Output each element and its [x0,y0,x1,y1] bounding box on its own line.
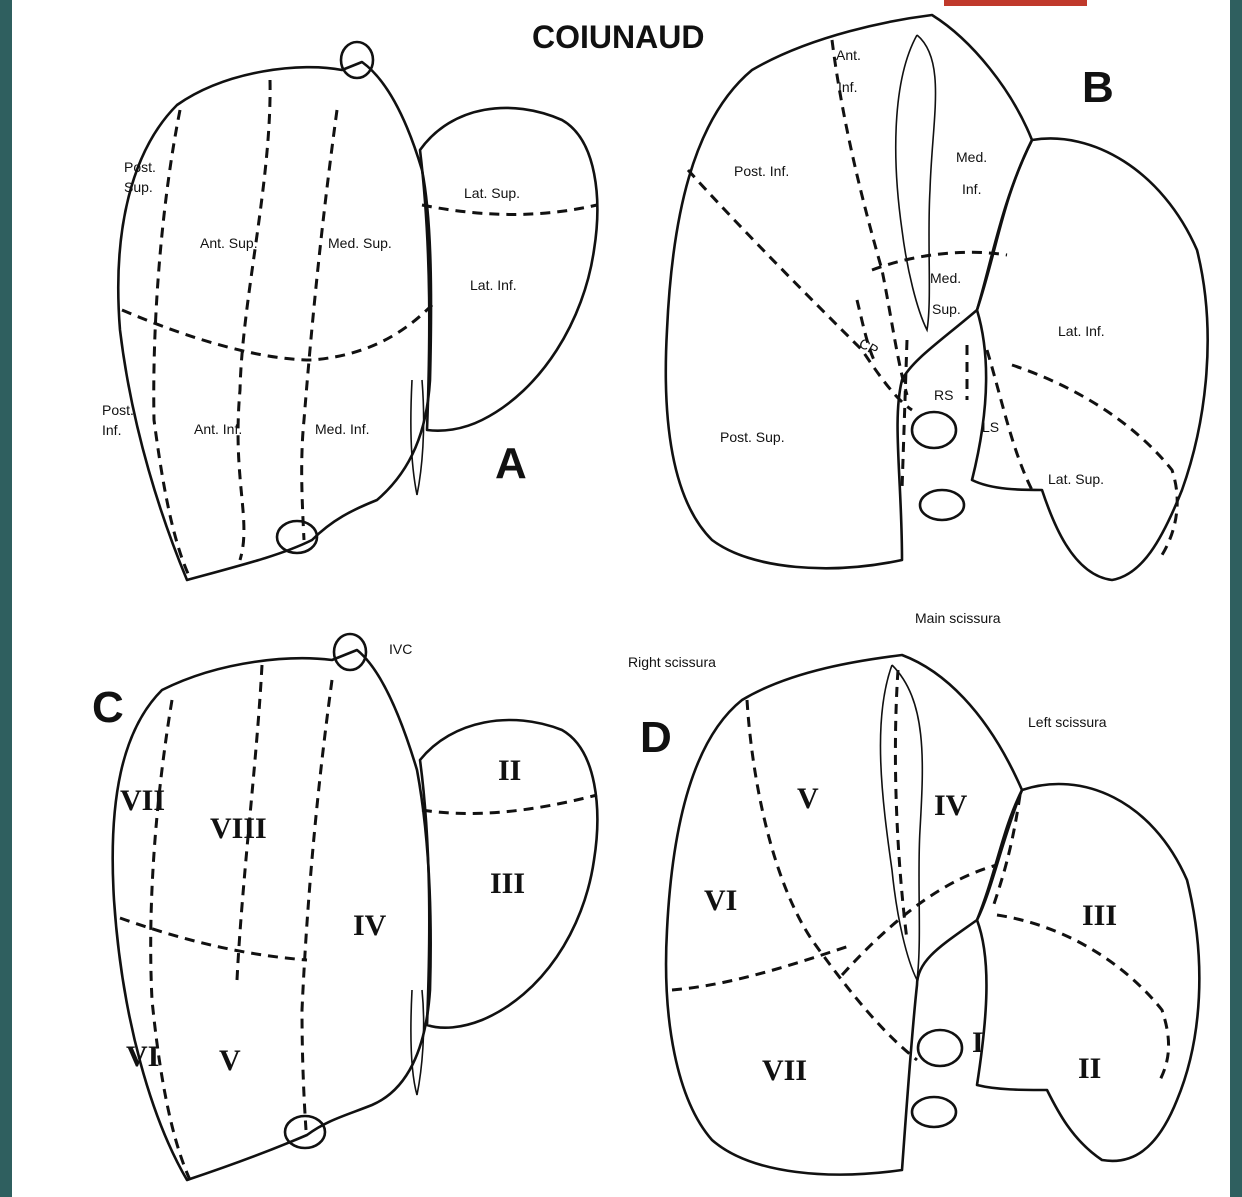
panel-c-left-horizontal-line [422,795,597,814]
label-c-ivc: IVC [389,641,412,657]
panel-b-line5 [1012,365,1177,555]
label-b-ant-inf-1: Ant. [836,47,861,63]
panel-a-line2 [238,80,270,560]
label-b-lat-inf: Lat. Inf. [1058,323,1105,339]
label-b-med-sup-1: Med. [930,270,961,286]
panel-c: IVC VII VIII II III IV VI V C [92,634,597,1180]
panel-d-gallbladder [912,1097,956,1127]
panel-d-left-scissura-line [992,795,1020,910]
label-d-i: I [972,1026,984,1059]
label-d-v: V [797,782,819,815]
panel-d-ivc [918,1030,962,1066]
panel-b-right-lobe-outline [666,15,1032,568]
right-edge [1230,0,1236,1197]
label-a-med-inf: Med. Inf. [315,421,369,437]
label-d-main-scissura: Main scissura [915,610,1001,626]
panel-a-left-lobe-outline [420,108,597,431]
panel-a-ivc [341,42,373,78]
panel-b-line2 [688,170,912,410]
panel-b-line3 [872,252,1007,270]
couinaud-diagram: COIUNAUD Post. Sup. Ant. Sup. Med. Sup. … [12,0,1236,1197]
label-c-v: V [219,1044,241,1077]
panel-c-line3 [302,680,332,1130]
label-a-post-inf-1: Post. [102,402,134,418]
label-b-ant-inf-2: Inf. [838,79,857,95]
label-c-viii: VIII [210,812,267,845]
panel-d: Main scissura Right scissura Left scissu… [628,610,1199,1175]
label-c-iii: III [490,867,525,900]
label-a-ant-sup: Ant. Sup. [200,235,258,251]
label-a-med-sup: Med. Sup. [328,235,392,251]
panel-a-ligament [411,380,424,495]
panel-a-main-scissura-line [302,110,337,540]
panel-c-horizontal-line [120,918,307,960]
panel-a-horizontal-line [122,305,432,360]
panel-a-right-lobe-outline [118,62,431,580]
panel-b-left-lobe-outline [972,138,1208,580]
panel-d-right-scissura-line [747,700,917,1060]
panel-d-fissure [880,665,922,980]
label-c-iv: IV [353,909,387,942]
label-b-post-sup: Post. Sup. [720,429,785,445]
label-c-ii: II [498,754,521,787]
label-a-lat-inf: Lat. Inf. [470,277,517,293]
diagram-title: COIUNAUD [532,19,704,55]
panel-b: Ant. Inf. Post. Inf. Med. Inf. Med. Sup.… [666,15,1208,580]
label-a-post-inf-2: Inf. [102,422,121,438]
label-a-lat-sup: Lat. Sup. [464,185,520,201]
label-d-vi: VI [704,884,737,917]
label-c-vi: VI [126,1040,159,1073]
label-b-med-inf-2: Inf. [962,181,981,197]
label-d-left-scissura: Left scissura [1028,714,1107,730]
label-a-post-sup-2: Sup. [124,179,153,195]
label-b-lat-sup: Lat. Sup. [1048,471,1104,487]
label-d-iii: III [1082,899,1117,932]
label-d-vii: VII [762,1054,807,1087]
panel-a-letter: A [495,439,527,488]
label-b-ls: LS [982,419,999,435]
panel-c-line1 [151,700,190,1180]
label-d-iv: IV [934,789,968,822]
label-b-med-sup-2: Sup. [932,301,961,317]
panel-b-gallbladder [920,490,964,520]
panel-b-line6 [902,340,907,490]
panel-a-left-horizontal-line [422,205,597,214]
panel-d-left-lobe-outline [977,784,1199,1161]
panel-d-letter: D [640,713,672,762]
panel-a-gallbladder [277,521,317,553]
label-a-post-sup-1: Post. [124,159,156,175]
label-c-vii: VII [120,784,165,817]
slide: COIUNAUD Post. Sup. Ant. Sup. Med. Sup. … [12,0,1236,1197]
panel-b-ivc [912,412,956,448]
label-b-rs: RS [934,387,953,403]
label-b-med-inf-1: Med. [956,149,987,165]
panel-d-main-scissura-line [895,670,907,940]
label-a-ant-inf: Ant. Inf. [194,421,242,437]
panel-a: Post. Sup. Ant. Sup. Med. Sup. Lat. Sup.… [102,42,597,580]
panel-c-letter: C [92,683,124,732]
panel-d-line3 [672,945,852,990]
panel-b-letter: B [1082,63,1114,112]
label-d-right-scissura: Right scissura [628,654,716,670]
label-d-ii: II [1078,1052,1101,1085]
label-b-cp: CP [856,335,881,359]
label-b-post-inf: Post. Inf. [734,163,789,179]
